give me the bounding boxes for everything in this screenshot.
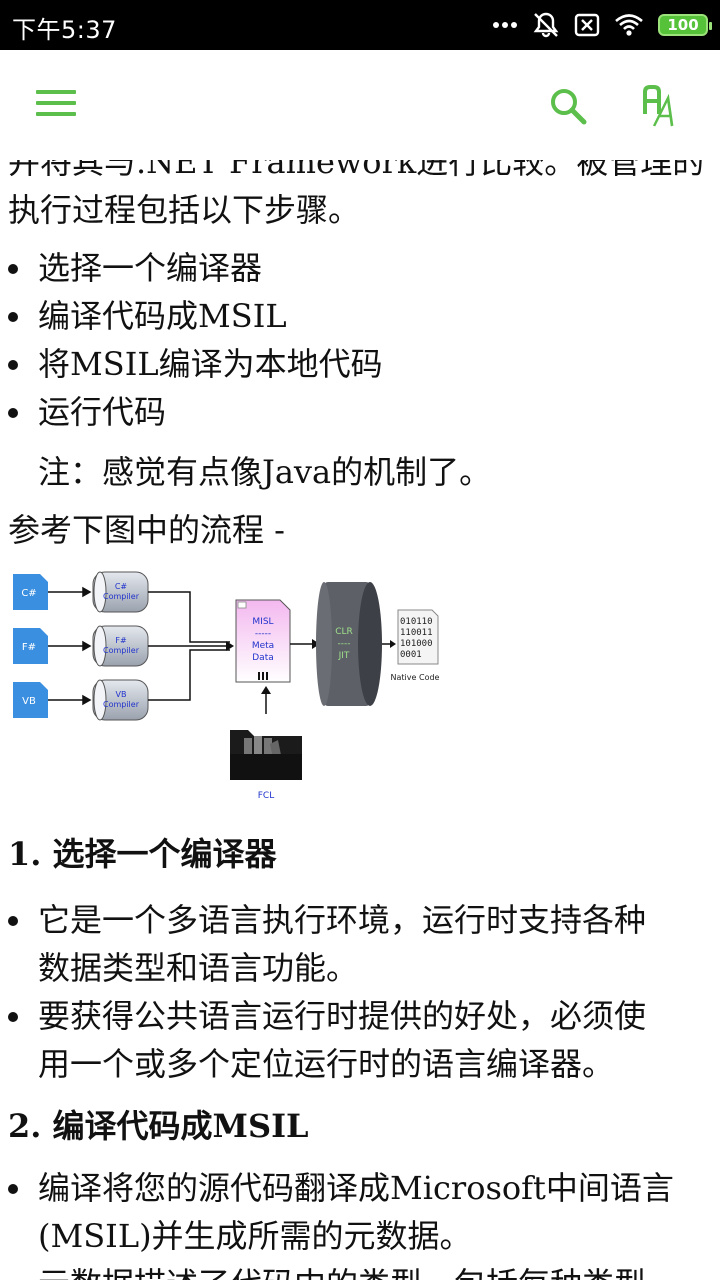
battery-indicator: 100: [658, 14, 712, 36]
csharp-compiler: C# Compiler: [92, 571, 149, 613]
clr-jit-cylinder: CLR ---- JIT: [316, 582, 382, 706]
fcl-folder-icon: FCL: [230, 730, 302, 801]
svg-text:FCL: FCL: [258, 791, 274, 801]
misl-metadata-document: MISL ----- Meta Data: [235, 599, 291, 683]
native-code-document: 010110 110011 101000 0001 Native Code: [391, 609, 440, 682]
app-bar: [0, 50, 720, 160]
csharp-file-icon: C#: [13, 574, 48, 610]
svg-text:JIT: JIT: [338, 651, 350, 661]
svg-text:C#: C#: [115, 582, 128, 591]
sim-off-icon: [574, 13, 600, 37]
svg-text:-----: -----: [255, 629, 271, 639]
more-dots-icon: [493, 22, 517, 28]
clr-flow-diagram: C# F# VB C# Compiler F# Compiler: [13, 571, 440, 801]
note-text: 注：感觉有点像Java的机制了。: [38, 453, 492, 491]
wifi-icon: [615, 14, 643, 36]
status-icons: 100: [492, 10, 712, 40]
svg-text:F#: F#: [115, 636, 127, 645]
mute-bell-icon: [533, 12, 559, 38]
svg-text:VB: VB: [116, 690, 127, 699]
section-2-title: 2. 编译代码成MSIL: [8, 1107, 309, 1145]
svg-text:Compiler: Compiler: [103, 646, 140, 655]
fsharp-file-icon: F#: [13, 628, 48, 664]
intro-line: 执行过程包括以下步骤。: [8, 191, 361, 229]
svg-text:Meta: Meta: [252, 641, 274, 651]
svg-text:0001: 0001: [400, 650, 422, 660]
svg-text:F#: F#: [22, 642, 36, 653]
fsharp-compiler: F# Compiler: [92, 625, 149, 667]
svg-text:----: ----: [338, 639, 351, 649]
vb-file-icon: VB: [13, 682, 48, 718]
svg-text:110011: 110011: [400, 628, 433, 638]
svg-text:Compiler: Compiler: [103, 700, 140, 709]
status-time: 下午5:37: [12, 16, 117, 44]
svg-text:Data: Data: [252, 653, 274, 663]
vb-compiler: VB Compiler: [92, 679, 149, 721]
svg-text:CLR: CLR: [335, 627, 353, 637]
svg-text:MISL: MISL: [252, 617, 273, 627]
section-1-title: 1. 选择一个编译器: [8, 835, 277, 873]
reference-text: 参考下图中的流程 -: [8, 511, 285, 549]
svg-text:Compiler: Compiler: [103, 592, 140, 601]
svg-text:C#: C#: [21, 588, 36, 599]
menu-icon[interactable]: [36, 90, 76, 122]
svg-text:010110: 010110: [400, 617, 433, 627]
search-icon[interactable]: [548, 86, 588, 126]
svg-text:Native Code: Native Code: [391, 673, 440, 682]
status-bar: 下午5:37 100: [0, 0, 720, 50]
font-size-icon[interactable]: [640, 84, 690, 130]
article-content: 并将其与.NET Framework进行比较。被管理的 执行过程包括以下步骤。 …: [0, 130, 720, 1280]
svg-text:101000: 101000: [400, 639, 433, 649]
svg-text:VB: VB: [22, 696, 36, 707]
